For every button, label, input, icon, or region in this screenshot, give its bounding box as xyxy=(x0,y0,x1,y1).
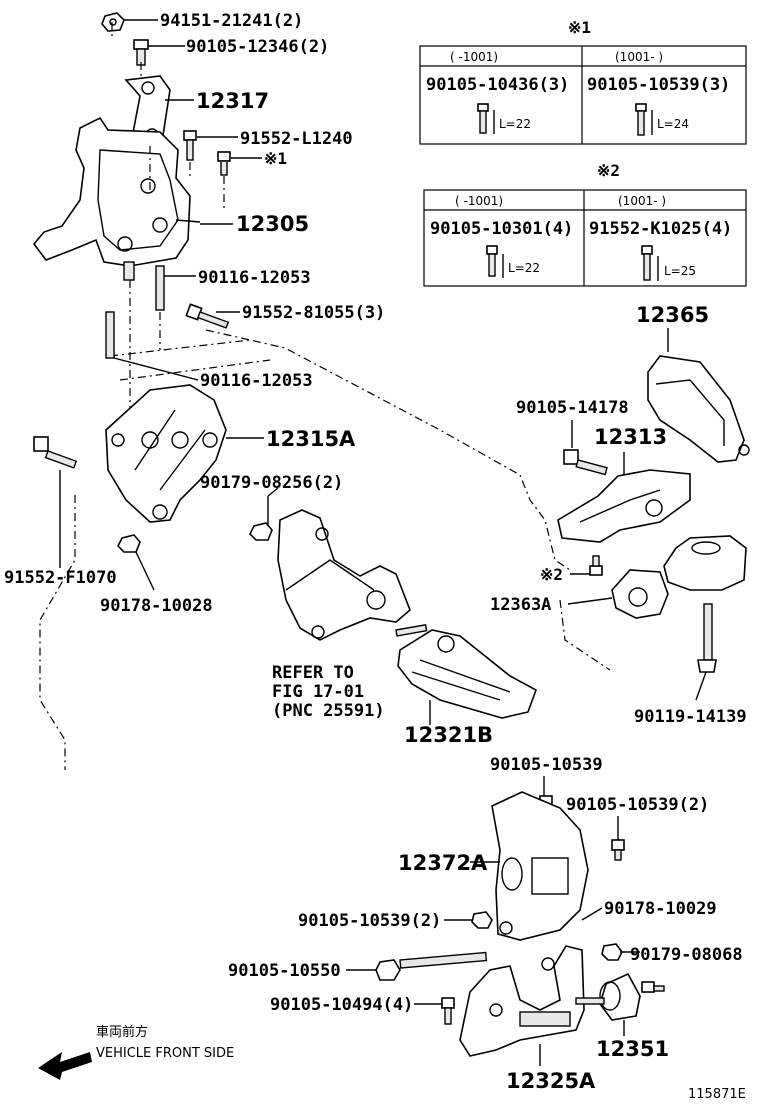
label-90178-10029: 90178-10029 xyxy=(604,899,717,919)
bolt-91552-81055-icon xyxy=(185,303,230,329)
engine-mount-12305 xyxy=(32,116,201,281)
label-91552-81055: 91552-81055(3) xyxy=(242,303,385,323)
table1-col1-part: 90105-10436(3) xyxy=(426,75,569,95)
table1-col1-header: ( -1001) xyxy=(450,50,498,64)
bolt-l24-icon xyxy=(635,103,653,136)
table2-col2-length: L=25 xyxy=(664,264,696,278)
label-90178-10028: 90178-10028 xyxy=(100,596,213,616)
bolt-table-2: ※2 ( -1001) (1001- ) 90105-10301(4) 9155… xyxy=(423,161,747,287)
nut-90179-08068-icon xyxy=(601,943,623,961)
table1-mark: ※1 xyxy=(568,18,591,37)
front-label-jp: 車両前方 xyxy=(96,1024,148,1040)
label-12363a: 12363A xyxy=(490,595,551,615)
label-90105-10550: 90105-10550 xyxy=(228,961,341,981)
table1-col1-length: L=22 xyxy=(499,117,531,131)
table1-col2-length: L=24 xyxy=(657,117,689,131)
label-94151-21241: 94151-21241(2) xyxy=(160,11,303,31)
cover-12365 xyxy=(647,355,750,463)
table2-col2-part: 91552-K1025(4) xyxy=(589,219,732,239)
label-12325a: 12325A xyxy=(506,1069,596,1093)
label-refer-1: REFER TO xyxy=(272,663,354,683)
table1-col2-part: 90105-10539(3) xyxy=(587,75,730,95)
bolt-90105-12346-icon xyxy=(133,39,149,66)
label-mark2-callout: ※2 xyxy=(540,565,563,584)
label-refer-3: (PNC 25591) xyxy=(272,701,385,721)
bolt-l25-icon xyxy=(641,245,659,281)
label-90105-14178: 90105-14178 xyxy=(516,398,629,418)
stud-90116-b-icon xyxy=(105,311,115,359)
figure-id: 115871E xyxy=(688,1087,746,1102)
label-12365: 12365 xyxy=(636,303,709,327)
bolt-90105-10539-b-icon xyxy=(611,839,625,861)
nut-90105-10539-c-icon xyxy=(471,911,493,929)
bolt-91552-l1240-icon xyxy=(183,130,197,161)
mount-bracket-refer xyxy=(277,509,428,641)
nut-90179-08256-icon xyxy=(249,522,273,541)
bolt-l22-icon xyxy=(477,103,495,134)
table2-mark: ※2 xyxy=(597,161,620,180)
bolt-table-1: ※1 ( -1001) (1001- ) 90105-10436(3) 9010… xyxy=(419,18,747,145)
nut-94151-icon xyxy=(101,12,125,32)
label-90116-12053-b: 90116-12053 xyxy=(200,371,313,391)
table1-col2-header: (1001- ) xyxy=(615,50,663,64)
table2-col1-header: ( -1001) xyxy=(455,194,503,208)
label-90116-12053-a: 90116-12053 xyxy=(198,268,311,288)
bracket-12321b xyxy=(397,629,537,719)
vehicle-front-indicator: 車両前方 VEHICLE FRONT SIDE xyxy=(38,1024,234,1080)
label-90119-14139: 90119-14139 xyxy=(634,707,747,727)
table2-col1-part: 90105-10301(4) xyxy=(430,219,573,239)
label-mark1-callout: ※1 xyxy=(264,149,287,168)
label-91552-l1240: 91552-L1240 xyxy=(240,129,353,149)
label-12317: 12317 xyxy=(196,89,269,113)
bolt-l22-b-icon xyxy=(486,245,504,278)
label-12315a: 12315A xyxy=(266,427,356,451)
label-90105-10539-c: 90105-10539(2) xyxy=(298,911,441,931)
bolt-91552-f1070-icon xyxy=(33,436,78,469)
front-arrow-icon xyxy=(38,1052,92,1080)
table2-col2-header: (1001- ) xyxy=(618,194,666,208)
bracket-12325a xyxy=(459,945,585,1057)
bolt-mark1-icon xyxy=(217,151,231,176)
front-label-en: VEHICLE FRONT SIDE xyxy=(96,1046,234,1061)
label-90105-12346: 90105-12346(2) xyxy=(186,37,329,57)
nut-90178-10028-icon xyxy=(117,534,141,553)
label-12305: 12305 xyxy=(236,212,309,236)
label-12351: 12351 xyxy=(596,1037,669,1061)
label-12321b: 12321B xyxy=(404,723,493,747)
bolt-90119-14139-icon xyxy=(697,603,717,673)
bolt-90105-14178-icon xyxy=(563,449,608,476)
label-90105-10539-b: 90105-10539(2) xyxy=(566,795,709,815)
label-90105-10494: 90105-10494(4) xyxy=(270,995,413,1015)
label-90179-08068: 90179-08068 xyxy=(630,945,743,965)
label-12372a: 12372A xyxy=(398,851,488,875)
mount-12363a xyxy=(611,535,747,619)
bolt-12351-icon xyxy=(641,981,665,993)
label-12313: 12313 xyxy=(594,425,667,449)
bracket-12372a xyxy=(491,791,589,941)
engine-bracket-12315a xyxy=(105,384,227,523)
label-refer-2: FIG 17-01 xyxy=(272,682,364,702)
bolt-90105-10550-icon xyxy=(375,951,488,981)
bolt-mark2-icon xyxy=(589,555,603,576)
label-90105-10539-a: 90105-10539 xyxy=(490,755,603,775)
label-90179-08256: 90179-08256(2) xyxy=(200,473,343,493)
stud-90116-a-icon xyxy=(155,265,165,311)
bolt-90105-10494-icon xyxy=(441,997,455,1025)
table2-col1-length: L=22 xyxy=(508,261,540,275)
bracket-12313 xyxy=(557,469,691,543)
bushing-12351 xyxy=(575,972,641,1021)
label-91552-f1070: 91552-F1070 xyxy=(4,568,117,588)
